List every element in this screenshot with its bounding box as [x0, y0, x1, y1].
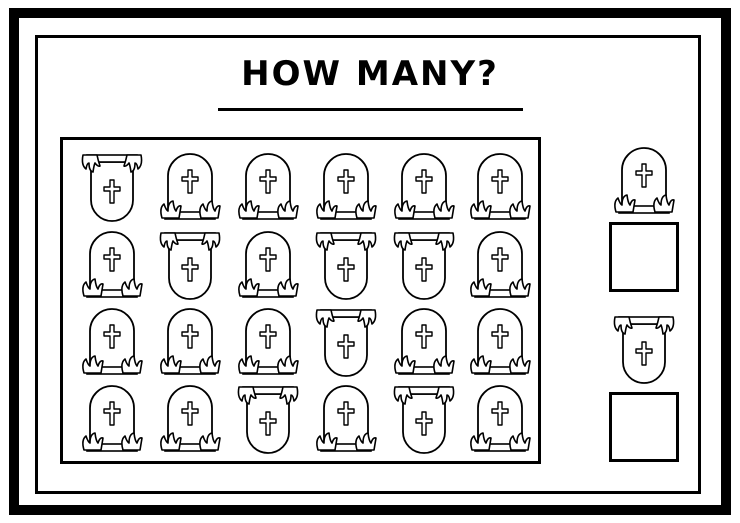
legend-tombstone-icon [609, 142, 679, 222]
tombstone-icon [465, 226, 535, 306]
tombstone-icon [311, 380, 381, 460]
legend-hanging-tombstone-icon [609, 310, 679, 390]
tombstone-icon [389, 303, 459, 383]
page-title: HOW MANY? [241, 54, 499, 94]
tombstone-icon [233, 226, 303, 306]
tombstone-icon [77, 380, 147, 460]
answer-box-hanging-tombstone[interactable] [609, 392, 679, 462]
tombstone-icon [233, 303, 303, 383]
hanging-tombstone-icon [311, 226, 381, 306]
hanging-tombstone-icon [77, 148, 147, 228]
hanging-tombstone-icon [233, 380, 303, 460]
picture-grid [60, 137, 541, 464]
tombstone-icon [389, 148, 459, 228]
tombstone-icon [465, 380, 535, 460]
tombstone-icon [155, 380, 225, 460]
tombstone-icon [155, 303, 225, 383]
hanging-tombstone-icon [389, 380, 459, 460]
hanging-tombstone-icon [311, 303, 381, 383]
hanging-tombstone-icon [155, 226, 225, 306]
title-underline [218, 108, 523, 111]
tombstone-icon [311, 148, 381, 228]
answer-box-tombstone[interactable] [609, 222, 679, 292]
tombstone-icon [465, 303, 535, 383]
tombstone-icon [465, 148, 535, 228]
hanging-tombstone-icon [389, 226, 459, 306]
tombstone-icon [233, 148, 303, 228]
tombstone-icon [77, 303, 147, 383]
tombstone-icon [155, 148, 225, 228]
tombstone-icon [77, 226, 147, 306]
